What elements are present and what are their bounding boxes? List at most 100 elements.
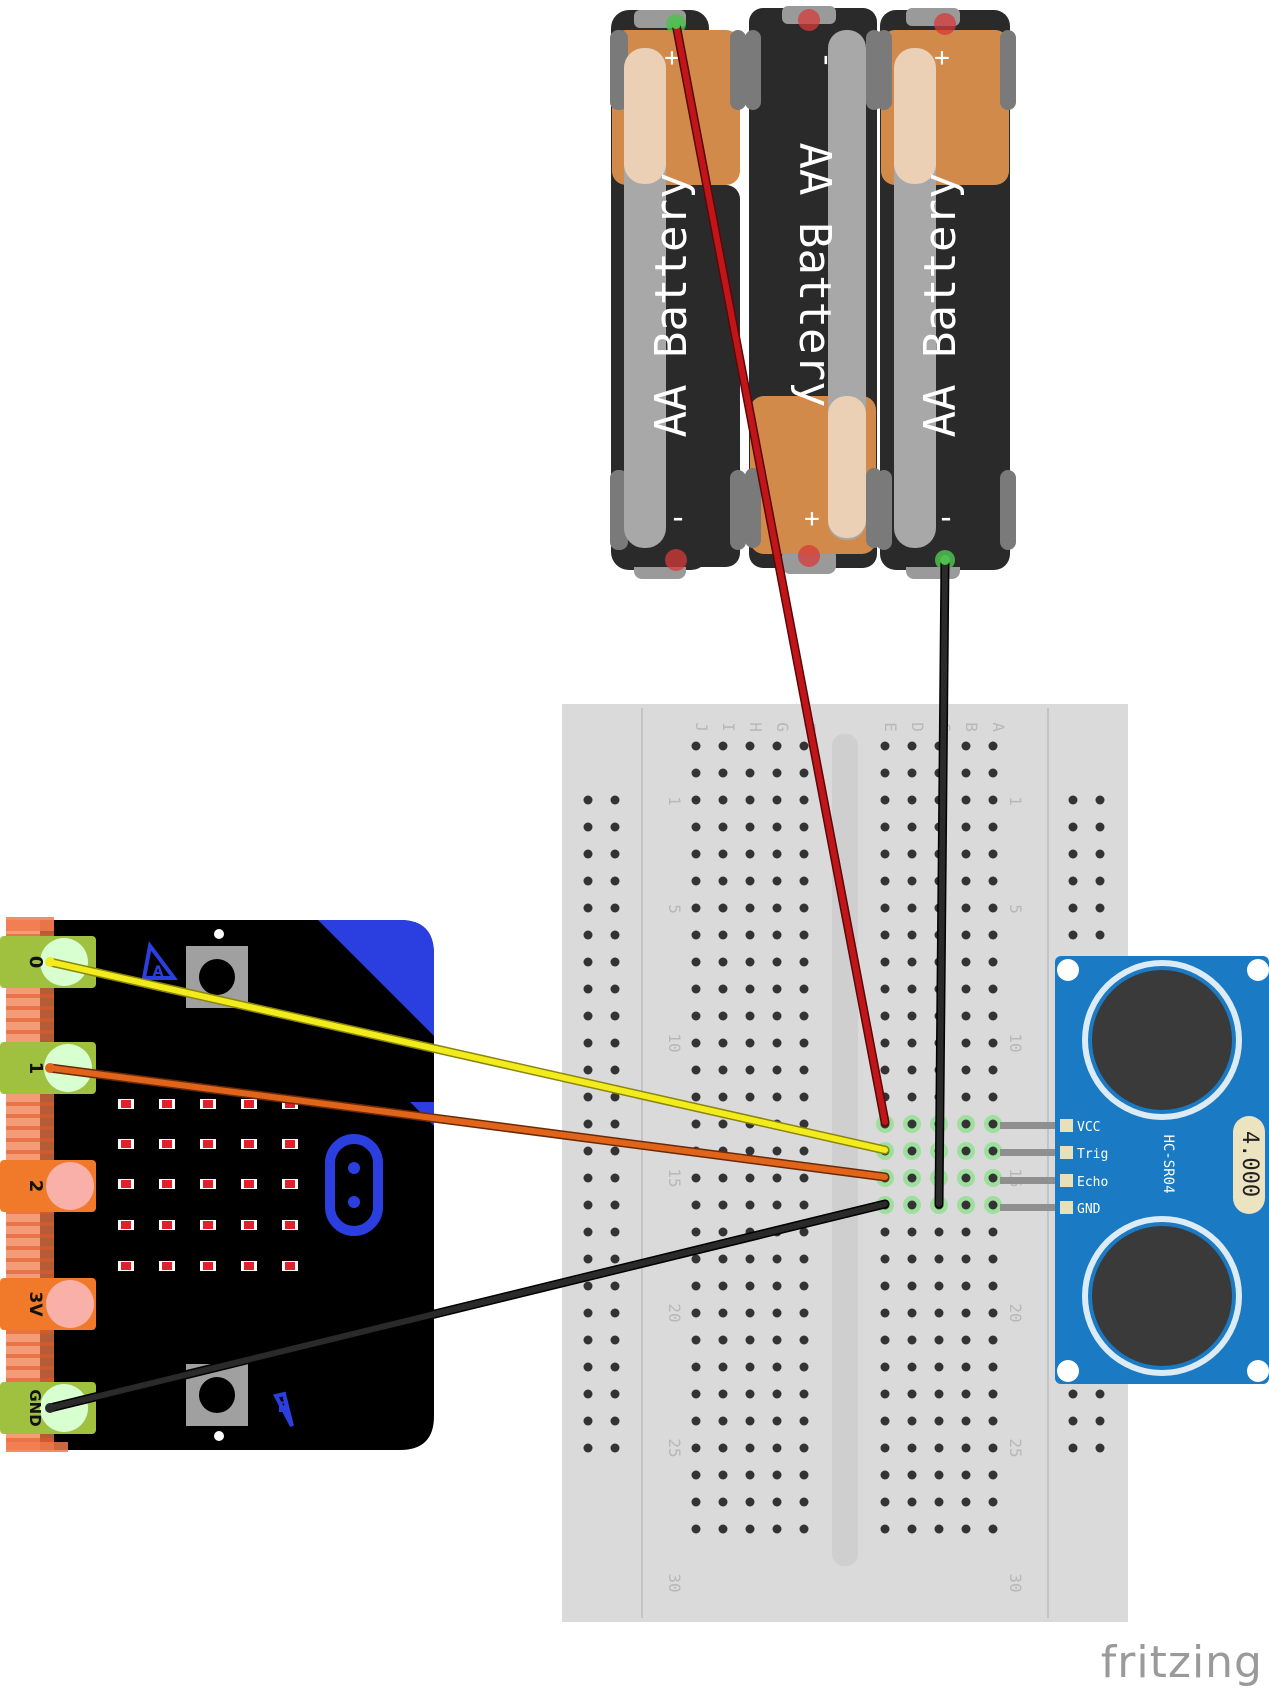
breadboard-hole[interactable] <box>880 876 890 886</box>
breadboard-hole[interactable] <box>799 1038 809 1048</box>
breadboard-hole[interactable] <box>961 822 971 832</box>
breadboard-hole[interactable] <box>961 1470 971 1480</box>
breadboard-hole[interactable] <box>745 741 755 751</box>
breadboard-hole[interactable] <box>907 1497 917 1507</box>
rail-hole[interactable] <box>610 984 620 994</box>
breadboard-hole[interactable] <box>961 876 971 886</box>
breadboard-hole[interactable] <box>772 822 782 832</box>
breadboard-hole[interactable] <box>691 741 701 751</box>
rail-hole[interactable] <box>583 822 593 832</box>
breadboard-hole[interactable] <box>988 1335 998 1345</box>
breadboard-hole[interactable] <box>988 1173 998 1183</box>
breadboard-hole[interactable] <box>934 1308 944 1318</box>
breadboard-hole[interactable] <box>907 1227 917 1237</box>
breadboard-hole[interactable] <box>772 1281 782 1291</box>
breadboard-hole[interactable] <box>691 1065 701 1075</box>
breadboard-hole[interactable] <box>988 1389 998 1399</box>
breadboard-hole[interactable] <box>772 1092 782 1102</box>
breadboard-hole[interactable] <box>988 957 998 967</box>
breadboard-hole[interactable] <box>772 1335 782 1345</box>
breadboard-hole[interactable] <box>934 1335 944 1345</box>
breadboard-hole[interactable] <box>988 876 998 886</box>
breadboard-hole[interactable] <box>745 795 755 805</box>
breadboard-hole[interactable] <box>799 1470 809 1480</box>
breadboard-hole[interactable] <box>718 930 728 940</box>
rail-hole[interactable] <box>583 1200 593 1210</box>
breadboard-hole[interactable] <box>772 984 782 994</box>
breadboard-hole[interactable] <box>691 1038 701 1048</box>
breadboard-hole[interactable] <box>772 1362 782 1372</box>
breadboard-hole[interactable] <box>718 1200 728 1210</box>
breadboard-hole[interactable] <box>880 1281 890 1291</box>
breadboard-hole[interactable] <box>934 1443 944 1453</box>
breadboard-hole[interactable] <box>718 768 728 778</box>
breadboard-hole[interactable] <box>718 1524 728 1534</box>
breadboard-hole[interactable] <box>799 822 809 832</box>
breadboard-hole[interactable] <box>880 1227 890 1237</box>
breadboard-hole[interactable] <box>772 741 782 751</box>
breadboard-hole[interactable] <box>718 741 728 751</box>
breadboard-hole[interactable] <box>799 1011 809 1021</box>
breadboard-hole[interactable] <box>907 903 917 913</box>
breadboard-hole[interactable] <box>691 1416 701 1426</box>
rail-hole[interactable] <box>583 1281 593 1291</box>
breadboard-hole[interactable] <box>961 1146 971 1156</box>
breadboard-hole[interactable] <box>772 1254 782 1264</box>
rail-hole[interactable] <box>610 1254 620 1264</box>
breadboard-hole[interactable] <box>718 1470 728 1480</box>
breadboard-hole[interactable] <box>880 903 890 913</box>
breadboard-hole[interactable] <box>799 1065 809 1075</box>
breadboard-hole[interactable] <box>772 1308 782 1318</box>
breadboard-hole[interactable] <box>718 903 728 913</box>
breadboard-hole[interactable] <box>961 1119 971 1129</box>
rail-hole[interactable] <box>583 849 593 859</box>
breadboard-hole[interactable] <box>880 1362 890 1372</box>
rail-hole[interactable] <box>583 795 593 805</box>
breadboard-hole[interactable] <box>880 1335 890 1345</box>
breadboard-hole[interactable] <box>745 1038 755 1048</box>
breadboard-hole[interactable] <box>907 1065 917 1075</box>
breadboard-hole[interactable] <box>718 1362 728 1372</box>
rail-hole[interactable] <box>583 1146 593 1156</box>
breadboard-hole[interactable] <box>988 930 998 940</box>
breadboard-hole[interactable] <box>880 1065 890 1075</box>
breadboard-hole[interactable] <box>799 930 809 940</box>
breadboard-hole[interactable] <box>880 1308 890 1318</box>
breadboard-hole[interactable] <box>772 849 782 859</box>
breadboard-hole[interactable] <box>961 795 971 805</box>
rail-hole[interactable] <box>610 795 620 805</box>
breadboard-hole[interactable] <box>691 1524 701 1534</box>
breadboard-hole[interactable] <box>880 849 890 859</box>
rail-hole[interactable] <box>610 1227 620 1237</box>
breadboard-hole[interactable] <box>988 1146 998 1156</box>
rail-hole[interactable] <box>610 1335 620 1345</box>
rail-hole[interactable] <box>1095 930 1105 940</box>
breadboard-hole[interactable] <box>745 1092 755 1102</box>
breadboard-hole[interactable] <box>961 1389 971 1399</box>
rail-hole[interactable] <box>610 1173 620 1183</box>
breadboard-hole[interactable] <box>745 1011 755 1021</box>
rail-hole[interactable] <box>1095 903 1105 913</box>
breadboard-hole[interactable] <box>880 1497 890 1507</box>
rail-hole[interactable] <box>583 1416 593 1426</box>
breadboard-hole[interactable] <box>745 876 755 886</box>
breadboard-hole[interactable] <box>772 1524 782 1534</box>
breadboard-hole[interactable] <box>961 768 971 778</box>
breadboard-hole[interactable] <box>934 1227 944 1237</box>
breadboard-hole[interactable] <box>772 1416 782 1426</box>
breadboard-hole[interactable] <box>907 1281 917 1291</box>
breadboard-hole[interactable] <box>691 903 701 913</box>
breadboard-hole[interactable] <box>718 1227 728 1237</box>
breadboard-hole[interactable] <box>907 1200 917 1210</box>
breadboard-hole[interactable] <box>772 876 782 886</box>
breadboard-hole[interactable] <box>745 1362 755 1372</box>
rail-hole[interactable] <box>583 1362 593 1372</box>
breadboard-hole[interactable] <box>772 1146 782 1156</box>
breadboard-hole[interactable] <box>880 1524 890 1534</box>
breadboard-hole[interactable] <box>907 1443 917 1453</box>
breadboard-hole[interactable] <box>988 1011 998 1021</box>
breadboard-hole[interactable] <box>961 1038 971 1048</box>
breadboard-hole[interactable] <box>988 984 998 994</box>
breadboard-hole[interactable] <box>691 1173 701 1183</box>
breadboard-hole[interactable] <box>907 1146 917 1156</box>
